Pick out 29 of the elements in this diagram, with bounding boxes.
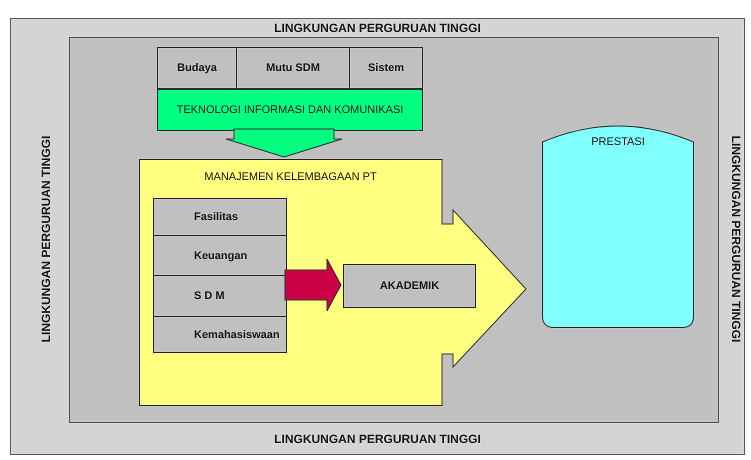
factor-box [349,47,423,89]
factor-box [236,47,350,89]
frame-heading: LINGKUNGAN PERGURUAN TINGGI [273,432,482,446]
frame-heading: LINGKUNGAN PERGURUAN TINGGI [273,21,482,35]
resource-box [153,235,287,276]
box-label: Mutu SDM [265,62,321,74]
box-label: Fasilitas [194,211,238,223]
box-label: S D M [194,290,225,302]
management-arrow-panel [139,159,527,406]
inner-panel [69,37,719,423]
box-label: AKADEMIK [378,280,440,292]
academic-box [343,264,476,308]
box-label: Kemahasiswaan [194,328,280,340]
resource-box [153,316,287,353]
block-arrow [226,128,342,158]
environment-frame [10,18,745,455]
box-label: Sistem [366,62,406,74]
box-label: TEKNOLOGI INFORMASI DAN KOMUNIKASI [176,104,404,116]
resource-box [153,275,287,317]
block-arrow [284,258,342,312]
box-label: Budaya [176,62,218,74]
frame-heading: LINGKUNGAN PERGURUAN TINGGI [39,136,53,342]
technology-bar [157,89,423,131]
cylinder-label: PRESTASI [590,136,646,148]
factor-box [157,47,237,89]
panel-heading: MANAJEMEN KELEMBAGAAN PT [203,171,378,183]
resource-box [153,198,287,236]
frame-heading: LINGKUNGAN PERGURUAN TINGGI [729,136,743,342]
box-label: Keuangan [194,250,248,262]
